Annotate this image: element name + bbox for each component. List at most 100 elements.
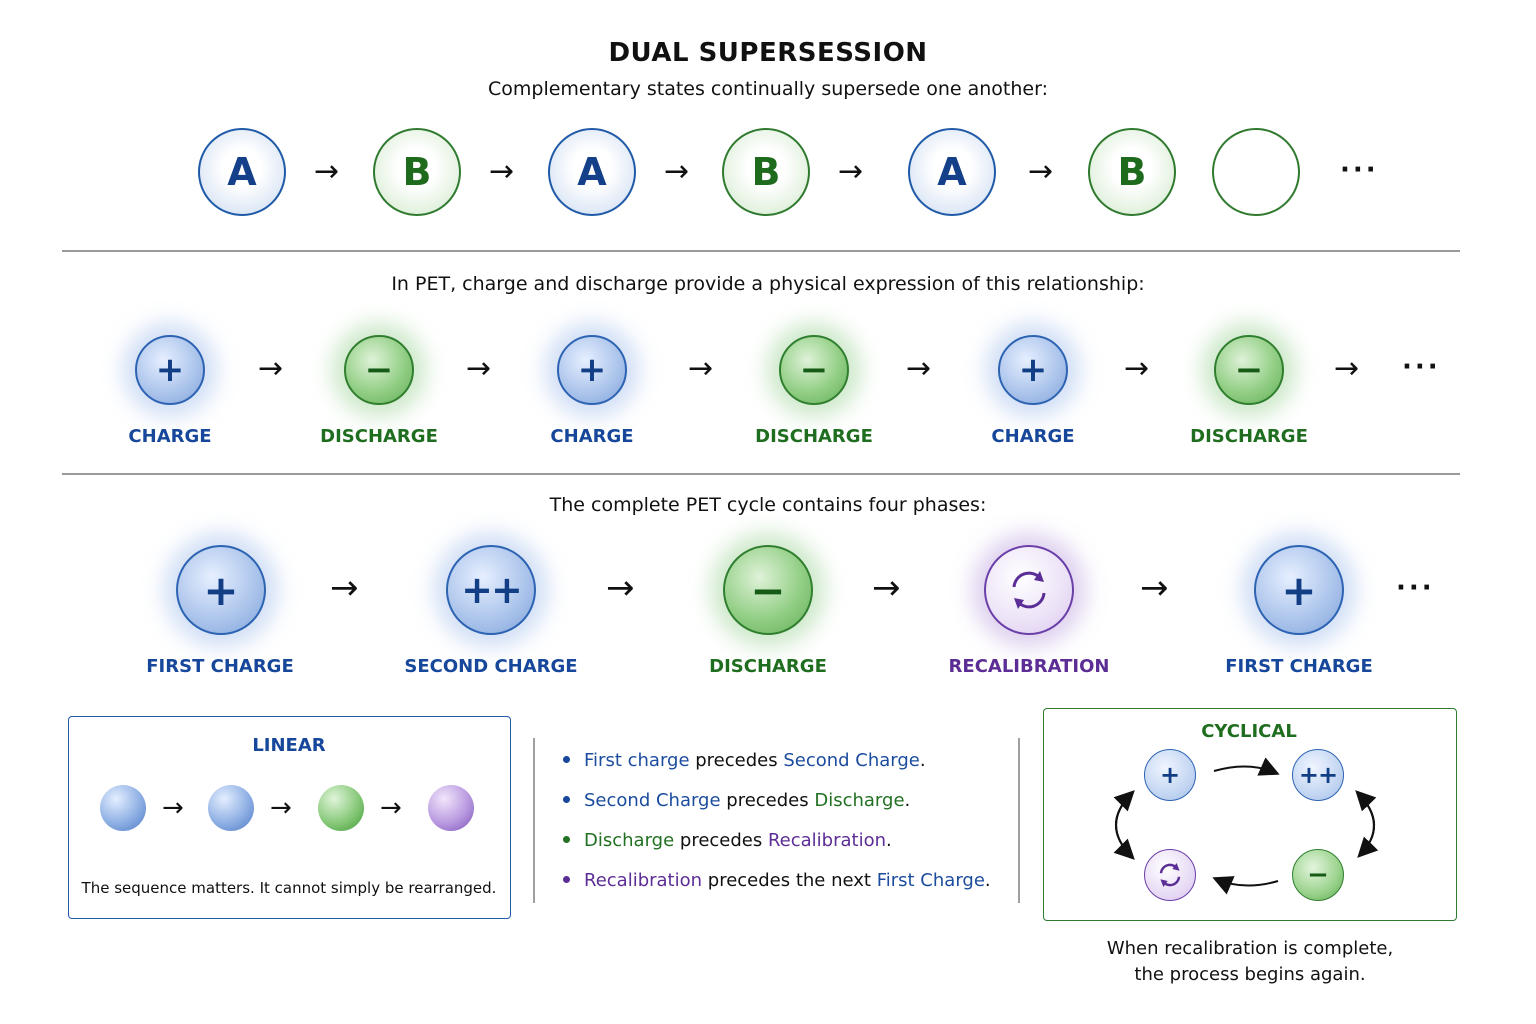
cycle-node-recalibration [1144, 849, 1196, 901]
divider [62, 473, 1460, 475]
section3-heading: The complete PET cycle contains four pha… [549, 494, 987, 516]
term: First charge [584, 750, 690, 771]
arrow-icon: → [1028, 154, 1054, 189]
discharge-label: DISCHARGE [1190, 426, 1308, 447]
term: Second Charge [783, 750, 920, 771]
period: . [904, 790, 911, 811]
state-a-circle-2: A [548, 128, 636, 216]
cycle-arrows [1113, 757, 1379, 895]
state-a-circle-3: A [908, 128, 996, 216]
discharge-label: DISCHARGE [320, 426, 438, 447]
linear-box-title: LINEAR [252, 735, 326, 756]
arrow-icon: → [258, 351, 284, 386]
bullet-dot [563, 835, 570, 843]
arrow-icon: → [606, 568, 635, 608]
term: Discharge [584, 830, 675, 851]
section2-heading: In PET, charge and discharge provide a p… [391, 273, 1145, 295]
diagram-title: DUAL SUPERSESSION [608, 38, 928, 68]
discharge-label: DISCHARGE [709, 656, 827, 677]
caption-line-2: the process begins again. [1134, 964, 1366, 985]
purple-ball [428, 785, 474, 831]
arrow-icon: → [1140, 568, 1169, 608]
divider [533, 738, 535, 903]
term: Recalibration [584, 870, 703, 891]
cycle-node-double-plus: ++ [1292, 749, 1344, 801]
term: Recalibration [767, 830, 887, 851]
cycle-arrows-icon [1012, 571, 1046, 609]
cycle-caption: When recalibration is complete, the proc… [1040, 936, 1460, 988]
recalibration-orb [984, 545, 1074, 635]
period: . [919, 750, 926, 771]
discharge-orb: − [1214, 335, 1284, 405]
divider [62, 250, 1460, 252]
charge-label: CHARGE [128, 426, 212, 447]
term: Discharge [814, 790, 905, 811]
period: . [984, 870, 991, 891]
green-ball [318, 785, 364, 831]
arrow-icon: → [380, 793, 402, 823]
recalibration-label: RECALIBRATION [948, 656, 1110, 677]
discharge-orb: − [344, 335, 414, 405]
diagram-subtitle: Complementary states continually superse… [488, 78, 1048, 100]
term: Second Charge [584, 790, 721, 811]
bullet-item-3: Discharge precedes Recalibration. [563, 830, 892, 851]
charge-orb: + [135, 335, 205, 405]
second-charge-label: SECOND CHARGE [404, 656, 578, 677]
connector: precedes [720, 790, 815, 811]
arrow-icon: → [270, 793, 292, 823]
bullet-item-2: Second Charge precedes Discharge. [563, 790, 910, 811]
arrow-icon: → [664, 154, 690, 189]
bullet-item-4: Recalibration precedes the next First Ch… [563, 870, 991, 891]
arrow-icon: → [906, 351, 932, 386]
blue-ball [100, 785, 146, 831]
first-charge-label: FIRST CHARGE [146, 656, 294, 677]
term: First Charge [876, 870, 985, 891]
first-charge-label: FIRST CHARGE [1225, 656, 1373, 677]
state-b-circle-1: B [373, 128, 461, 216]
ellipsis: ··· [1402, 352, 1441, 382]
cycle-node-minus: − [1292, 849, 1344, 901]
arrow-icon: → [489, 154, 515, 189]
linear-box: LINEAR → → → The sequence matters. It ca… [68, 716, 511, 919]
cycle-node-plus: + [1144, 749, 1196, 801]
charge-orb: + [998, 335, 1068, 405]
arrow-icon: → [1334, 351, 1360, 386]
ellipsis: ··· [1340, 155, 1379, 185]
state-b-circle-2: B [722, 128, 810, 216]
arrow-icon: → [1124, 351, 1150, 386]
cyclical-box-title: CYCLICAL [1201, 721, 1297, 742]
linear-box-note: The sequence matters. It cannot simply b… [81, 879, 497, 897]
state-b-circle-3: B [1088, 128, 1176, 216]
divider [1018, 738, 1020, 903]
arrow-icon: → [872, 568, 901, 608]
arrow-icon: → [162, 793, 184, 823]
caption-line-1: When recalibration is complete, [1106, 938, 1394, 959]
cycle-arrows-icon [1159, 863, 1181, 887]
arrow-icon: → [314, 154, 340, 189]
minus-icon: − [723, 545, 813, 635]
plus-icon: + [1254, 545, 1344, 635]
charge-label: CHARGE [550, 426, 634, 447]
discharge-orb: − [779, 335, 849, 405]
bullet-dot [563, 875, 570, 883]
connector: precedes [674, 830, 768, 851]
bullet-item-1: First charge precedes Second Charge. [563, 750, 926, 771]
empty-circle [1212, 128, 1300, 216]
connector: precedes the next [702, 870, 877, 891]
ellipsis: ··· [1396, 573, 1435, 603]
bullet-dot [563, 795, 570, 803]
period: . [886, 830, 892, 851]
blue-ball [208, 785, 254, 831]
plus-icon: + [176, 545, 266, 635]
bullet-dot [563, 755, 570, 763]
arrow-icon: → [466, 351, 492, 386]
charge-orb: + [557, 335, 627, 405]
arrow-icon: → [330, 568, 359, 608]
arrow-icon: → [688, 351, 714, 386]
connector: precedes [689, 750, 784, 771]
arrow-icon: → [838, 154, 864, 189]
charge-label: CHARGE [991, 426, 1075, 447]
discharge-label: DISCHARGE [755, 426, 873, 447]
cyclical-box: CYCLICAL + ++ − [1043, 708, 1457, 921]
double-plus-icon: ++ [446, 545, 536, 635]
